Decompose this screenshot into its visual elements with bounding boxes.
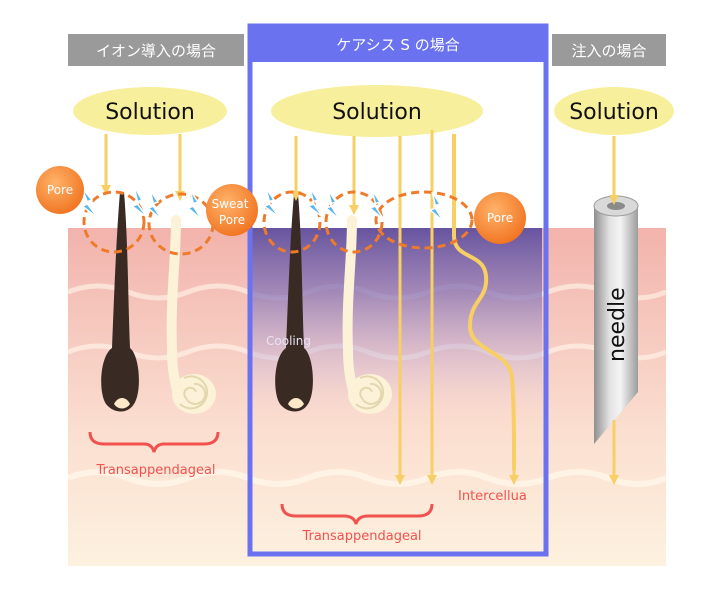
pore-label-left: Pore: [47, 183, 73, 197]
brace-left: [88, 431, 220, 453]
intercellular-label: Intercellua: [458, 489, 527, 504]
sweat-pore-label-line1: Sweat: [212, 197, 249, 211]
hair-follicle-icon: [101, 192, 139, 412]
transappendageal-label-middle: Transappendageal: [301, 529, 421, 544]
header-ion-text: イオン導入の場合: [96, 42, 216, 60]
pore-label-middle: Pore: [487, 211, 513, 225]
solution-caresys: Solution: [271, 85, 483, 137]
sweat-pore-ball-icon: Sweat Pore: [206, 184, 258, 236]
solution-caresys-text: Solution: [332, 100, 422, 125]
header-ion: イオン導入の場合: [68, 34, 244, 66]
spark-icon: [80, 185, 203, 221]
header-caresys: ケアシス S の場合: [250, 26, 546, 62]
dashed-pore-circles-middle: [262, 190, 474, 254]
brace-middle: [280, 503, 434, 525]
sweat-gland-icon: [342, 215, 392, 414]
solution-injection-text: Solution: [569, 100, 659, 125]
pore-ball-icon: Pore: [36, 166, 84, 214]
spark-icon: [262, 187, 445, 223]
pore-ball-icon: Pore: [474, 192, 526, 244]
solution-injection: Solution: [554, 87, 674, 135]
caresys-highlight-frame: [247, 23, 549, 557]
arrow-icon: [291, 130, 519, 485]
header-caresys-text: ケアシス S の場合: [336, 36, 459, 54]
solution-ion-text: Solution: [105, 100, 195, 125]
arrow-icon: [101, 134, 185, 201]
transappendageal-label-left: Transappendageal: [95, 463, 215, 478]
header-injection-text: 注入の場合: [571, 42, 646, 60]
sweat-gland-icon: [166, 215, 216, 414]
needle-label: needle: [605, 287, 630, 362]
sweat-pore-label-line2: Pore: [219, 213, 245, 227]
header-injection: 注入の場合: [552, 34, 666, 66]
intercellular-path: [452, 134, 516, 471]
solution-ion: Solution: [73, 87, 227, 135]
cooling-label: Cooling: [266, 334, 311, 348]
hair-follicle-icon: [275, 194, 313, 412]
